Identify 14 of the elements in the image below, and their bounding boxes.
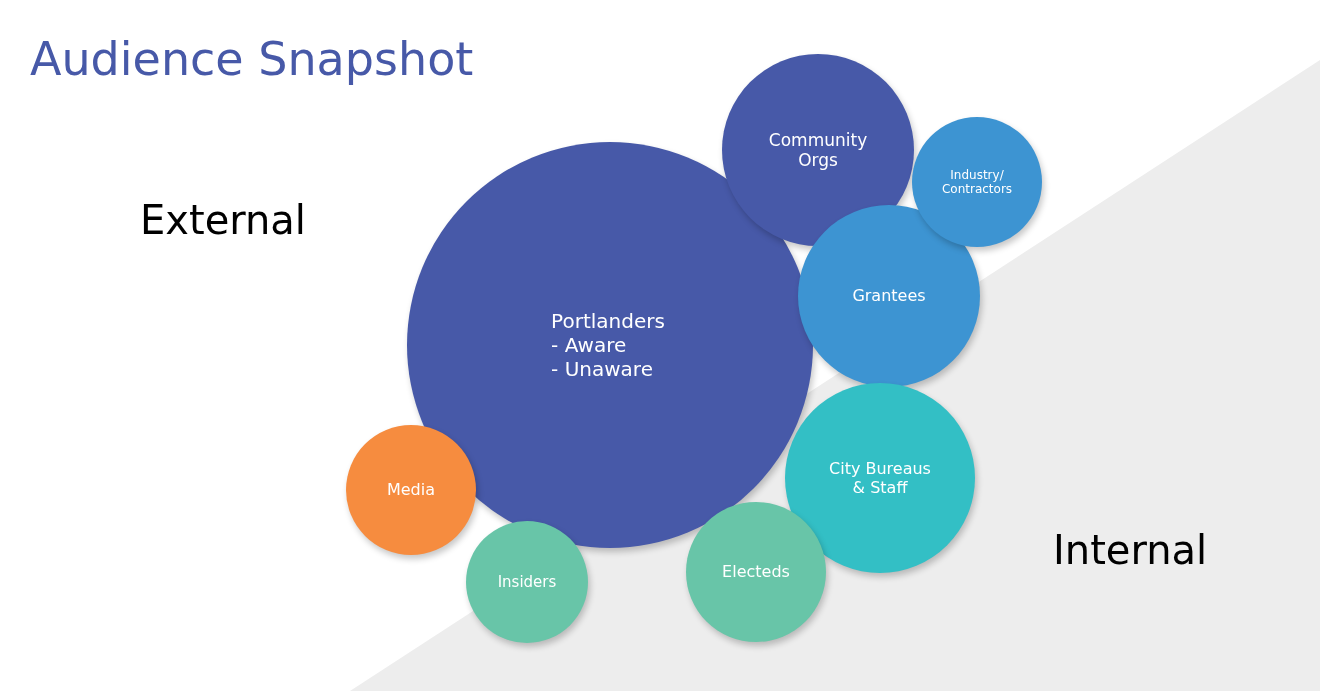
- bubble-label: Media: [386, 480, 436, 500]
- bubble-label: Insiders: [497, 573, 557, 591]
- bubble-label: - Unaware: [551, 357, 653, 381]
- bubble-label: - Aware: [551, 333, 627, 357]
- group-label: External: [140, 196, 306, 244]
- audience-bubble: [912, 117, 1042, 247]
- group-label: Internal: [1053, 526, 1208, 574]
- bubble-label: Community Orgs: [767, 129, 869, 171]
- title: Audience Snapshot: [30, 34, 474, 85]
- bubble-label: Portlanders: [551, 309, 665, 333]
- bubble-label: Grantees: [852, 286, 926, 306]
- bubble-label: City Bureaus & Staff: [828, 458, 932, 498]
- bubble-label: Industry/ Contractors: [940, 167, 1014, 197]
- bubble-label: Electeds: [722, 562, 790, 582]
